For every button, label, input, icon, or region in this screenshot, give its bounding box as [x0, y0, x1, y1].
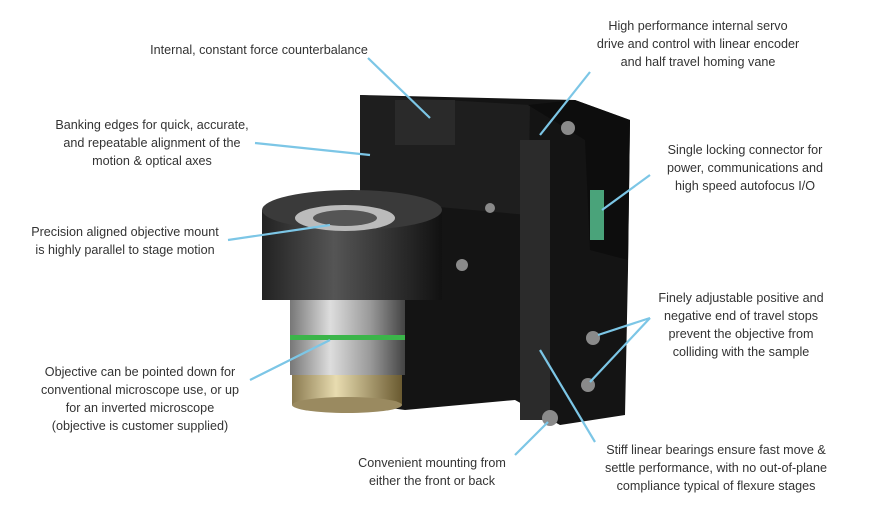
callout-line: and repeatable alignment of the: [63, 136, 241, 150]
callout-line: for an inverted microscope: [65, 401, 215, 415]
screws: [456, 121, 600, 426]
objective-lens: [290, 300, 405, 413]
callout-line: motion & optical axes: [92, 154, 212, 168]
callout-line: Precision aligned objective mount: [31, 225, 219, 239]
connector: [590, 190, 604, 240]
callout-line: Single locking connector for: [667, 143, 823, 157]
callout-line: Internal, constant force counterbalance: [150, 43, 368, 57]
callout-line: and half travel homing vane: [620, 55, 776, 69]
callout-mounting: Convenient mounting from either the fron…: [358, 454, 506, 490]
callout-servo: High performance internal servo drive an…: [597, 17, 799, 71]
callout-line: (objective is customer supplied): [51, 419, 229, 433]
callout-line: compliance typical of flexure stages: [616, 479, 816, 493]
callout-bearings: Stiff linear bearings ensure fast move &…: [605, 441, 827, 495]
callout-counterbalance: Internal, constant force counterbalance: [150, 41, 368, 59]
callout-line: conventional microscope use, or up: [40, 383, 240, 397]
callout-line: negative end of travel stops: [663, 309, 819, 323]
callout-line: high speed autofocus I/O: [674, 179, 816, 193]
callout-line: either the front or back: [368, 474, 495, 488]
callout-line: colliding with the sample: [672, 345, 810, 359]
callout-line: power, communications and: [666, 161, 824, 175]
callout-connector: Single locking connector for power, comm…: [667, 141, 823, 195]
callout-line: Banking edges for quick, accurate,: [55, 118, 249, 132]
callout-line: Convenient mounting from: [358, 456, 506, 470]
callout-mount: Precision aligned objective mount is hig…: [31, 223, 219, 259]
callout-line: is highly parallel to stage motion: [35, 243, 215, 257]
callout-line: drive and control with linear encoder: [596, 37, 800, 51]
leader-lines: [227, 57, 651, 456]
callout-line: Stiff linear bearings ensure fast move &: [606, 443, 826, 457]
callout-line: Finely adjustable positive and: [658, 291, 824, 305]
callout-banking: Banking edges for quick, accurate, and r…: [55, 116, 248, 170]
callout-line: prevent the objective from: [668, 327, 814, 341]
callout-line: Objective can be pointed down for: [44, 365, 236, 379]
callout-line: High performance internal servo: [608, 19, 788, 33]
callout-line: settle performance, with no out-of-plane: [605, 461, 827, 475]
objective-mount: [262, 190, 442, 300]
callout-stops: Finely adjustable positive and negative …: [658, 289, 823, 361]
callout-objective: Objective can be pointed down for conven…: [41, 363, 239, 435]
